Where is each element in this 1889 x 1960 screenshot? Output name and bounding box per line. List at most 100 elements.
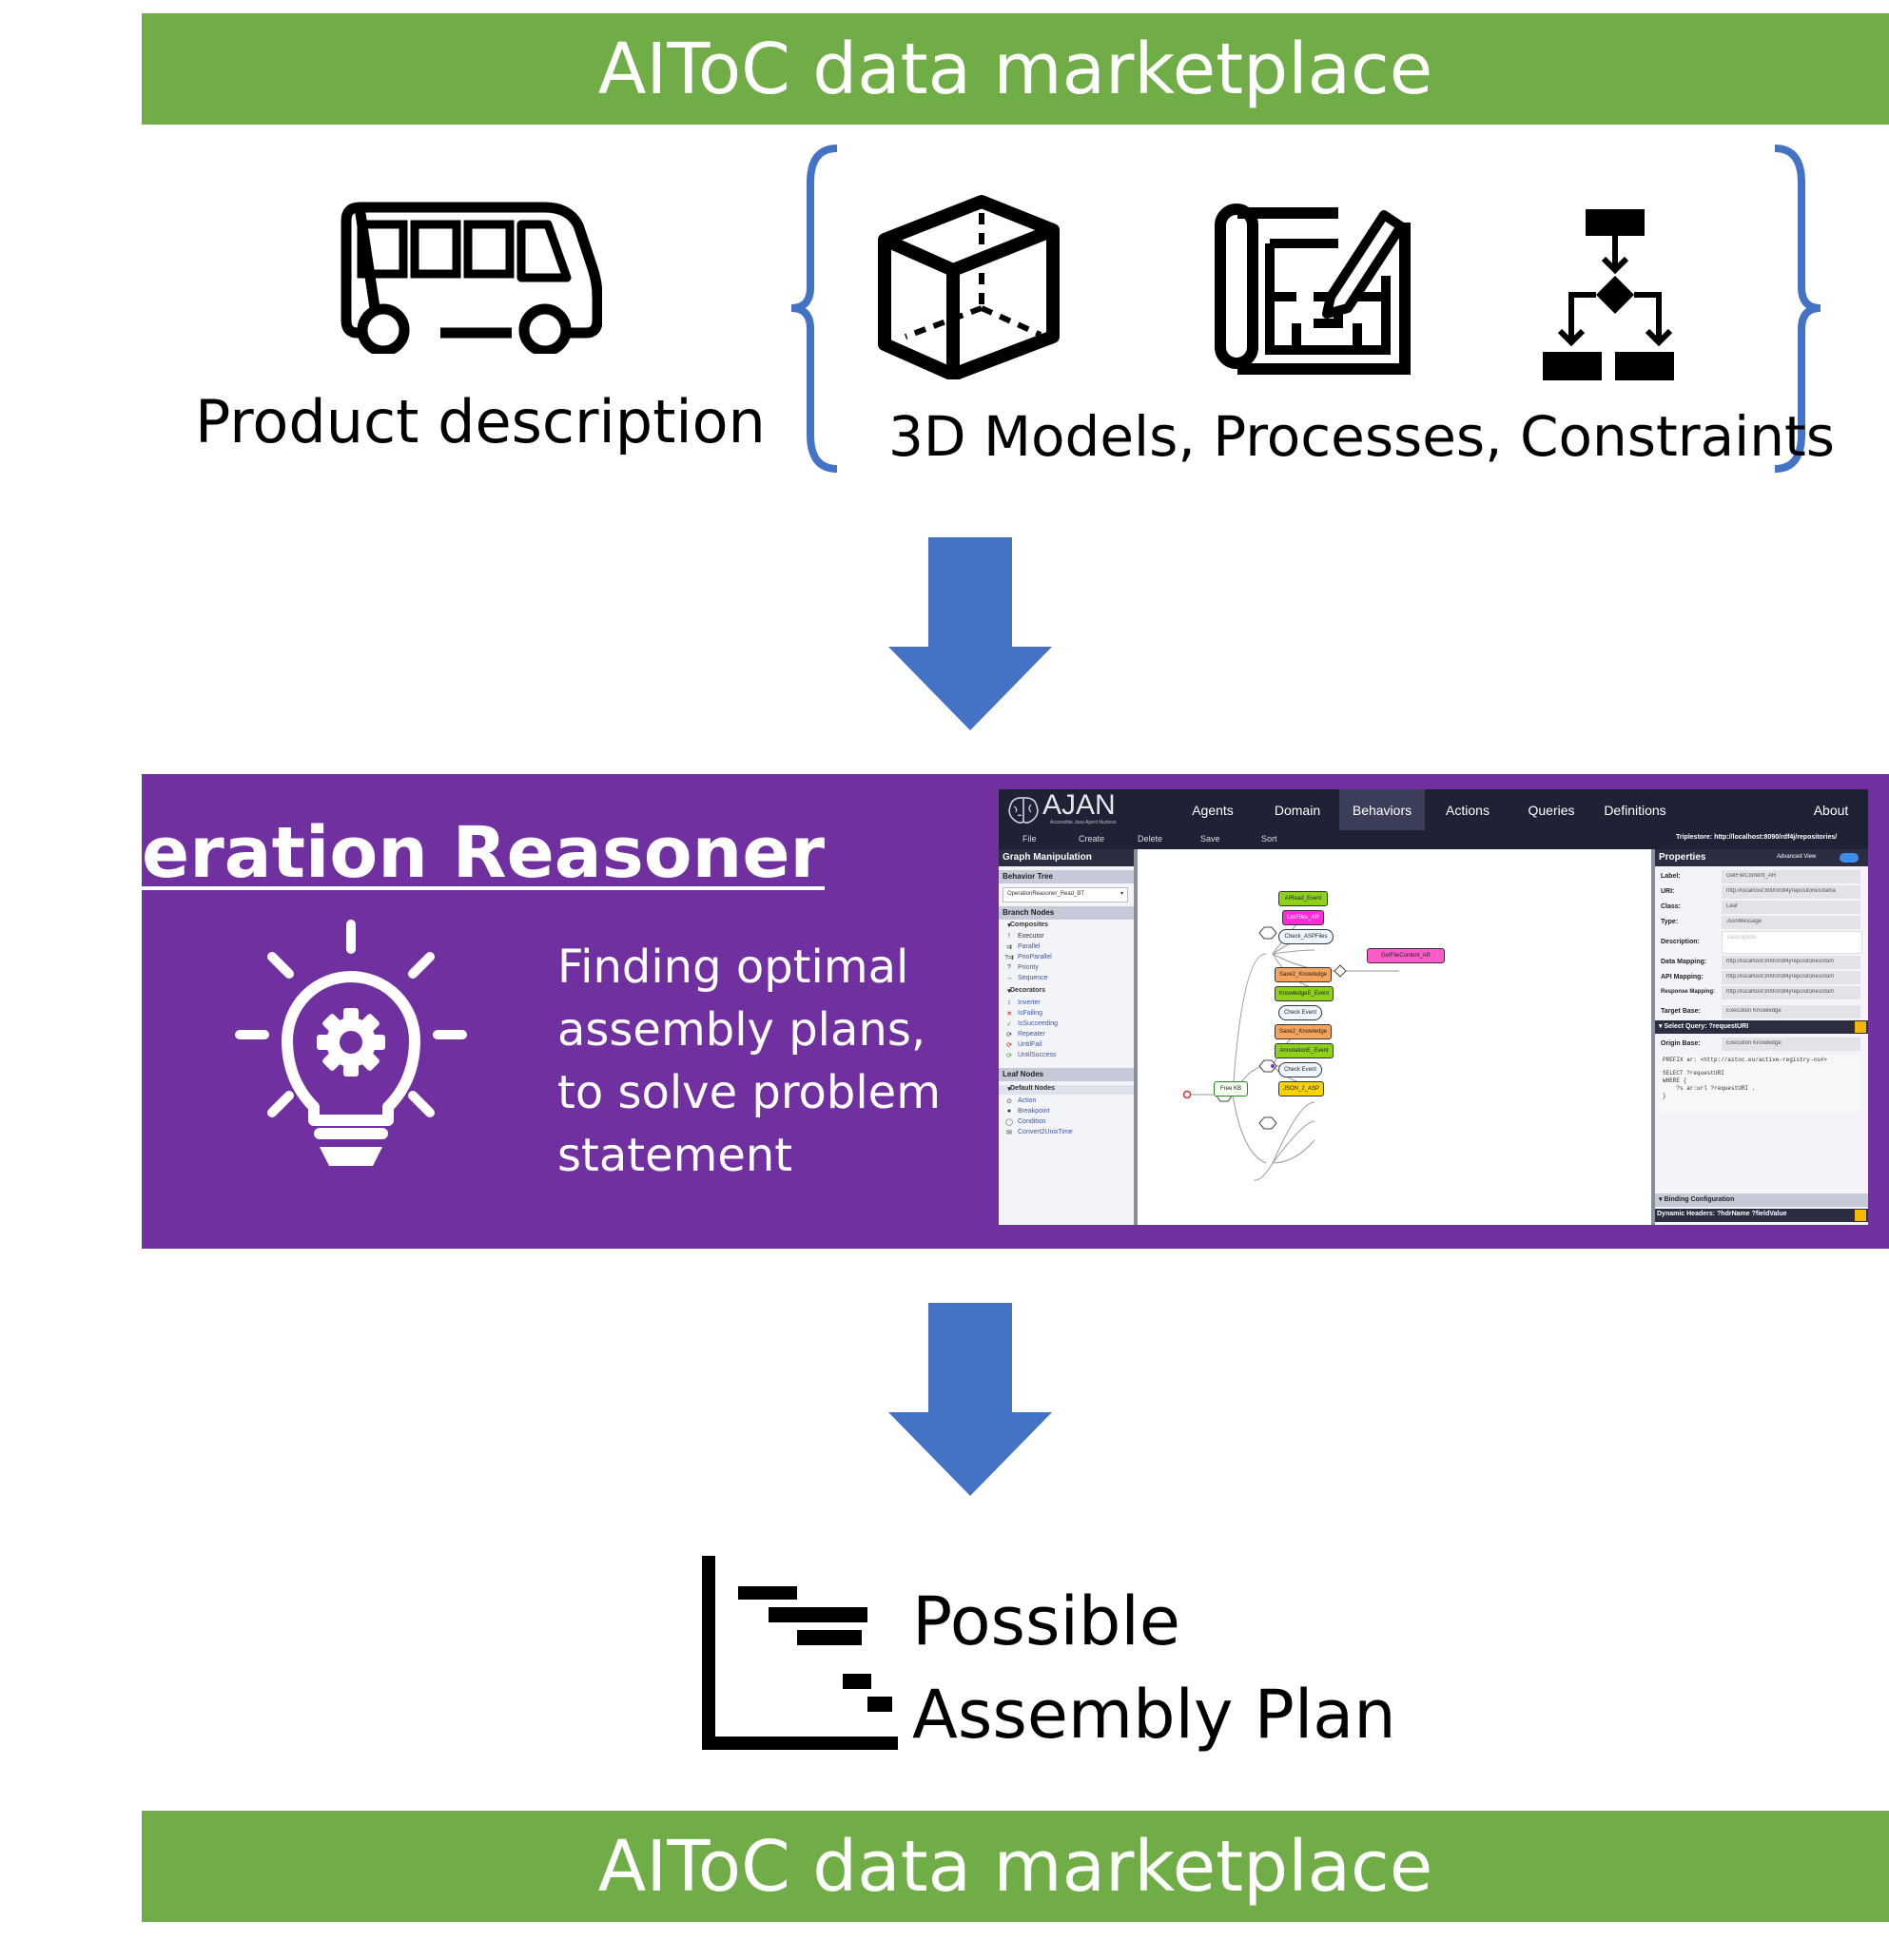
list-item[interactable]: ✕IsFailing: [999, 1010, 1134, 1019]
list-item[interactable]: ●Breakpoint: [999, 1108, 1134, 1117]
graph-node[interactable]: Save2_Knowledge: [1275, 967, 1332, 982]
nav-actions[interactable]: Actions: [1446, 802, 1490, 818]
nav-behaviors[interactable]: Behaviors: [1339, 789, 1425, 830]
properties-header: Properties Advanced View: [1655, 849, 1868, 866]
executor-icon: !: [1008, 933, 1010, 940]
decorators-group[interactable]: ▾Decorators: [1007, 987, 1045, 995]
bottom-banner-title: AIToC data marketplace: [597, 1825, 1433, 1908]
behavior-tree-select[interactable]: OperationReasoner_Read_BT ▾: [1003, 887, 1128, 902]
graph-node[interactable]: KnowledgeE_Event: [1275, 986, 1334, 1001]
branch-nodes-header: Branch Nodes: [999, 906, 1134, 920]
edit-icon[interactable]: [1855, 1210, 1866, 1221]
list-item[interactable]: ◯Condition: [1005, 1118, 1046, 1126]
list-item[interactable]: ?Priority: [999, 964, 1134, 974]
breakpoint-icon: ●: [1006, 1108, 1012, 1115]
untilfail-icon: ⟳: [1006, 1042, 1012, 1049]
top-banner-title: AIToC data marketplace: [597, 28, 1433, 110]
advanced-view-toggle[interactable]: [1840, 853, 1859, 863]
nav-definitions[interactable]: Definitions: [1604, 802, 1666, 818]
blueprint-icon: [1215, 204, 1411, 375]
prioparallel-icon: ?⇉: [1004, 955, 1014, 961]
triplestore-label: Triplestore: http://localhost:8090/rdf4j…: [1676, 834, 1838, 841]
graph-manipulation-header: Graph Manipulation: [999, 849, 1134, 866]
binding-configuration-header[interactable]: ▾ Binding Configuration: [1655, 1193, 1868, 1207]
prop-row: Label:GetFileContent_AR: [1655, 870, 1868, 885]
ajan-logo-text: AJAN: [1042, 789, 1116, 821]
product-description-label: Product description: [195, 387, 766, 456]
behavior-tree-header: Behavior Tree: [999, 870, 1134, 883]
advanced-view-label: Advanced View: [1777, 854, 1817, 860]
graph-node[interactable]: Check Event: [1278, 1005, 1322, 1020]
menu-delete[interactable]: Delete: [1138, 834, 1163, 844]
nav-queries[interactable]: Queries: [1528, 802, 1575, 818]
reasoner-panel: eration Reasoner Finding optimal assembl…: [142, 774, 1889, 1249]
flowchart-icon: [1543, 209, 1674, 380]
gantt-chart-icon: [702, 1556, 898, 1752]
isfailing-icon: ✕: [1006, 1011, 1012, 1018]
graph-node[interactable]: AnnotationE_Event: [1275, 1043, 1334, 1058]
condition-icon: ◯: [1005, 1119, 1013, 1126]
right-brace-icon: [1774, 145, 1821, 473]
menu-sort[interactable]: Sort: [1261, 834, 1277, 844]
down-arrow-icon: [888, 537, 1052, 730]
graph-node[interactable]: Check Event: [1278, 1062, 1322, 1077]
prop-row: Description:Description: [1655, 931, 1868, 954]
repeater-icon: ⟳: [1006, 1032, 1012, 1038]
inverter-icon: ↕: [1007, 999, 1011, 1006]
graph-node[interactable]: Check_ASPFiles: [1278, 929, 1334, 944]
list-item[interactable]: ?⇉PrioParallel: [1004, 954, 1052, 961]
priority-icon: ?: [1007, 964, 1011, 971]
list-item[interactable]: →Sequence: [1005, 975, 1048, 981]
list-item[interactable]: ↕Inverter: [999, 999, 1134, 1009]
graph-node[interactable]: AIRead_Event: [1278, 891, 1328, 906]
query-editor[interactable]: PREFIX ar: <http://aitoc.eu/active-regis…: [1659, 1055, 1860, 1112]
down-arrow-icon: [888, 1303, 1052, 1496]
brain-icon: [1008, 797, 1039, 824]
prop-row: API Mapping:http://localhost:8090/rdf4j/…: [1655, 971, 1868, 986]
dynamic-headers-header[interactable]: Dynamic Headers: ?hdrName ?fieldValue: [1655, 1209, 1868, 1222]
cube-icon: [878, 195, 1060, 379]
prop-row: Target Base:Execution Knowledge: [1655, 1005, 1868, 1020]
nav-domain[interactable]: Domain: [1274, 802, 1321, 818]
leaf-nodes-header: Leaf Nodes: [999, 1068, 1134, 1081]
left-brace-icon: [790, 145, 838, 473]
graph-node[interactable]: Free KB: [1214, 1081, 1248, 1096]
graph-node[interactable]: JSON_2_ASP: [1278, 1081, 1324, 1096]
bottom-banner: AIToC data marketplace: [142, 1811, 1889, 1922]
default-nodes-group[interactable]: ▾Default Nodes: [999, 1085, 1134, 1095]
menu-create[interactable]: Create: [1079, 834, 1105, 844]
list-item[interactable]: ⟳Repeater: [999, 1031, 1134, 1040]
nav-agents[interactable]: Agents: [1192, 802, 1234, 818]
graph-node[interactable]: ListFiles_AR: [1282, 910, 1324, 925]
menu-file[interactable]: File: [1022, 834, 1037, 844]
list-item[interactable]: ⇉Parallel: [999, 943, 1134, 953]
list-item[interactable]: ⊙Action: [999, 1097, 1134, 1107]
output-line-1: Possible: [912, 1582, 1180, 1660]
select-query-header[interactable]: ▾ Select Query: ?requestURI: [1655, 1020, 1868, 1034]
list-item[interactable]: ✓IsSucceeding: [999, 1020, 1134, 1030]
menu-save[interactable]: Save: [1200, 834, 1220, 844]
parallel-icon: ⇉: [1006, 944, 1012, 951]
composites-group[interactable]: ▾Composites: [1007, 922, 1049, 929]
untilsuccess-icon: ⟳: [1006, 1053, 1012, 1059]
list-item[interactable]: !Executor: [999, 933, 1134, 942]
nav-about[interactable]: About: [1813, 802, 1849, 818]
properties-panel: Properties Advanced View Label:GetFileCo…: [1651, 849, 1868, 1225]
reasoner-description: Finding optimal assembly plans, to solve…: [557, 941, 941, 1182]
prop-row: Origin Base:Execution Knowledge: [1655, 1038, 1868, 1053]
graph-node[interactable]: Save2_Knowledge: [1275, 1024, 1332, 1039]
edit-icon[interactable]: [1855, 1021, 1866, 1033]
graph-manipulation-panel: Graph Manipulation Behavior Tree Operati…: [999, 849, 1138, 1225]
prop-row: Response Mapping:http://localhost:8090/r…: [1655, 986, 1868, 1005]
prop-row: Type:JsonMessage: [1655, 916, 1868, 931]
ajan-menubar: File Create Delete Save Sort Triplestore…: [999, 830, 1868, 849]
top-banner: AIToC data marketplace: [142, 13, 1889, 125]
list-item[interactable]: ⟳UntilFail: [999, 1041, 1134, 1051]
behavior-graph-canvas[interactable]: [1138, 849, 1655, 1225]
prop-row: URI:http://localhost:8090/rdf4j/reposito…: [1655, 885, 1868, 901]
graph-node[interactable]: GetFileContent_AR: [1367, 948, 1445, 963]
bus-icon: [341, 202, 602, 354]
list-item[interactable]: ⟳UntilSuccess: [999, 1052, 1134, 1061]
list-item[interactable]: ✉Convert2UnixTime: [999, 1129, 1134, 1138]
issucceeding-icon: ✓: [1006, 1021, 1012, 1028]
